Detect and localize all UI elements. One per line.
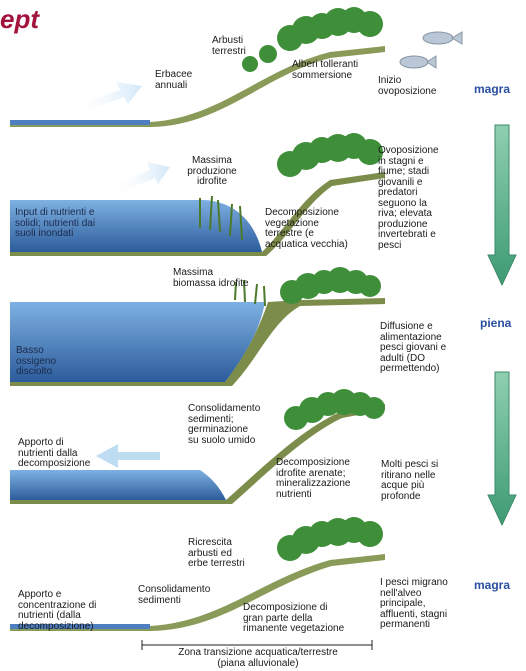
label-ovoposizione: Ovoposizione in stagni e fiume; stadi gi… bbox=[378, 146, 439, 251]
trees-4 bbox=[284, 389, 385, 430]
label-massima-produzione: Massima produzione idrofite bbox=[176, 156, 248, 188]
label-ricrescita: Ricrescita arbusti ed erbe terrestri bbox=[188, 538, 245, 570]
label-inizio: Inizio ovoposizione bbox=[378, 76, 436, 97]
label-pesci-migrano: I pesci migrano nell'alveo principale, a… bbox=[380, 578, 448, 631]
stage-label-magra-bottom: magra bbox=[474, 578, 510, 592]
flow-arrow-1 bbox=[70, 82, 142, 115]
label-decomposizione-rimanente: Decomposizione di gran parte della riman… bbox=[243, 603, 344, 635]
label-decomposizione-idrofite: Decomposizione idrofite arenate; mineral… bbox=[276, 458, 350, 500]
label-decomposizione-vegetazione: Decomposizione vegetazione terrestre (e … bbox=[265, 208, 348, 250]
label-erbacee: Erbacee annuali bbox=[155, 70, 192, 91]
panel-1 bbox=[10, 7, 462, 127]
water-4 bbox=[10, 470, 226, 500]
label-apporto-concentrazione: Apporto e concentrazione di nutrienti (d… bbox=[18, 590, 96, 632]
label-arbusti: Arbusti terrestri bbox=[212, 36, 246, 57]
label-apporto-nutrienti: Apporto di nutrienti dalla decomposizion… bbox=[18, 438, 90, 470]
down-arrow-1 bbox=[488, 125, 516, 285]
stage-label-magra-top: magra bbox=[474, 82, 510, 96]
down-arrow-2 bbox=[488, 372, 516, 525]
label-consolidamento-sedimenti: Consolidamento sedimenti bbox=[138, 585, 210, 606]
trees-2 bbox=[277, 133, 383, 177]
flow-arrow-4 bbox=[96, 444, 160, 468]
label-basso-ossigeno: Basso ossigeno disciolto bbox=[16, 346, 56, 378]
label-massima-biomassa: Massima biomassa idrofite bbox=[173, 268, 249, 289]
trees-5 bbox=[277, 517, 383, 561]
water-1 bbox=[10, 120, 150, 125]
fish-1 bbox=[400, 32, 462, 68]
flow-arrow-2 bbox=[110, 162, 170, 194]
label-molti-pesci: Molti pesci si ritirano nelle acque più … bbox=[381, 460, 438, 502]
label-consolidamento-germinazione: Consolidamento sedimenti; germinazione s… bbox=[188, 404, 260, 446]
trees-3 bbox=[280, 267, 381, 304]
stage-label-piena: piena bbox=[480, 316, 511, 330]
label-alberi: Alberi tolleranti sommersione bbox=[292, 60, 358, 81]
label-zona-transizione: Zona transizione acquatica/terrestre (pi… bbox=[148, 648, 368, 669]
label-input-nutrienti: Input di nutrienti e solidi; nutrienti d… bbox=[15, 208, 95, 240]
label-diffusione: Diffusione e alimentazione pesci giovani… bbox=[380, 322, 446, 375]
